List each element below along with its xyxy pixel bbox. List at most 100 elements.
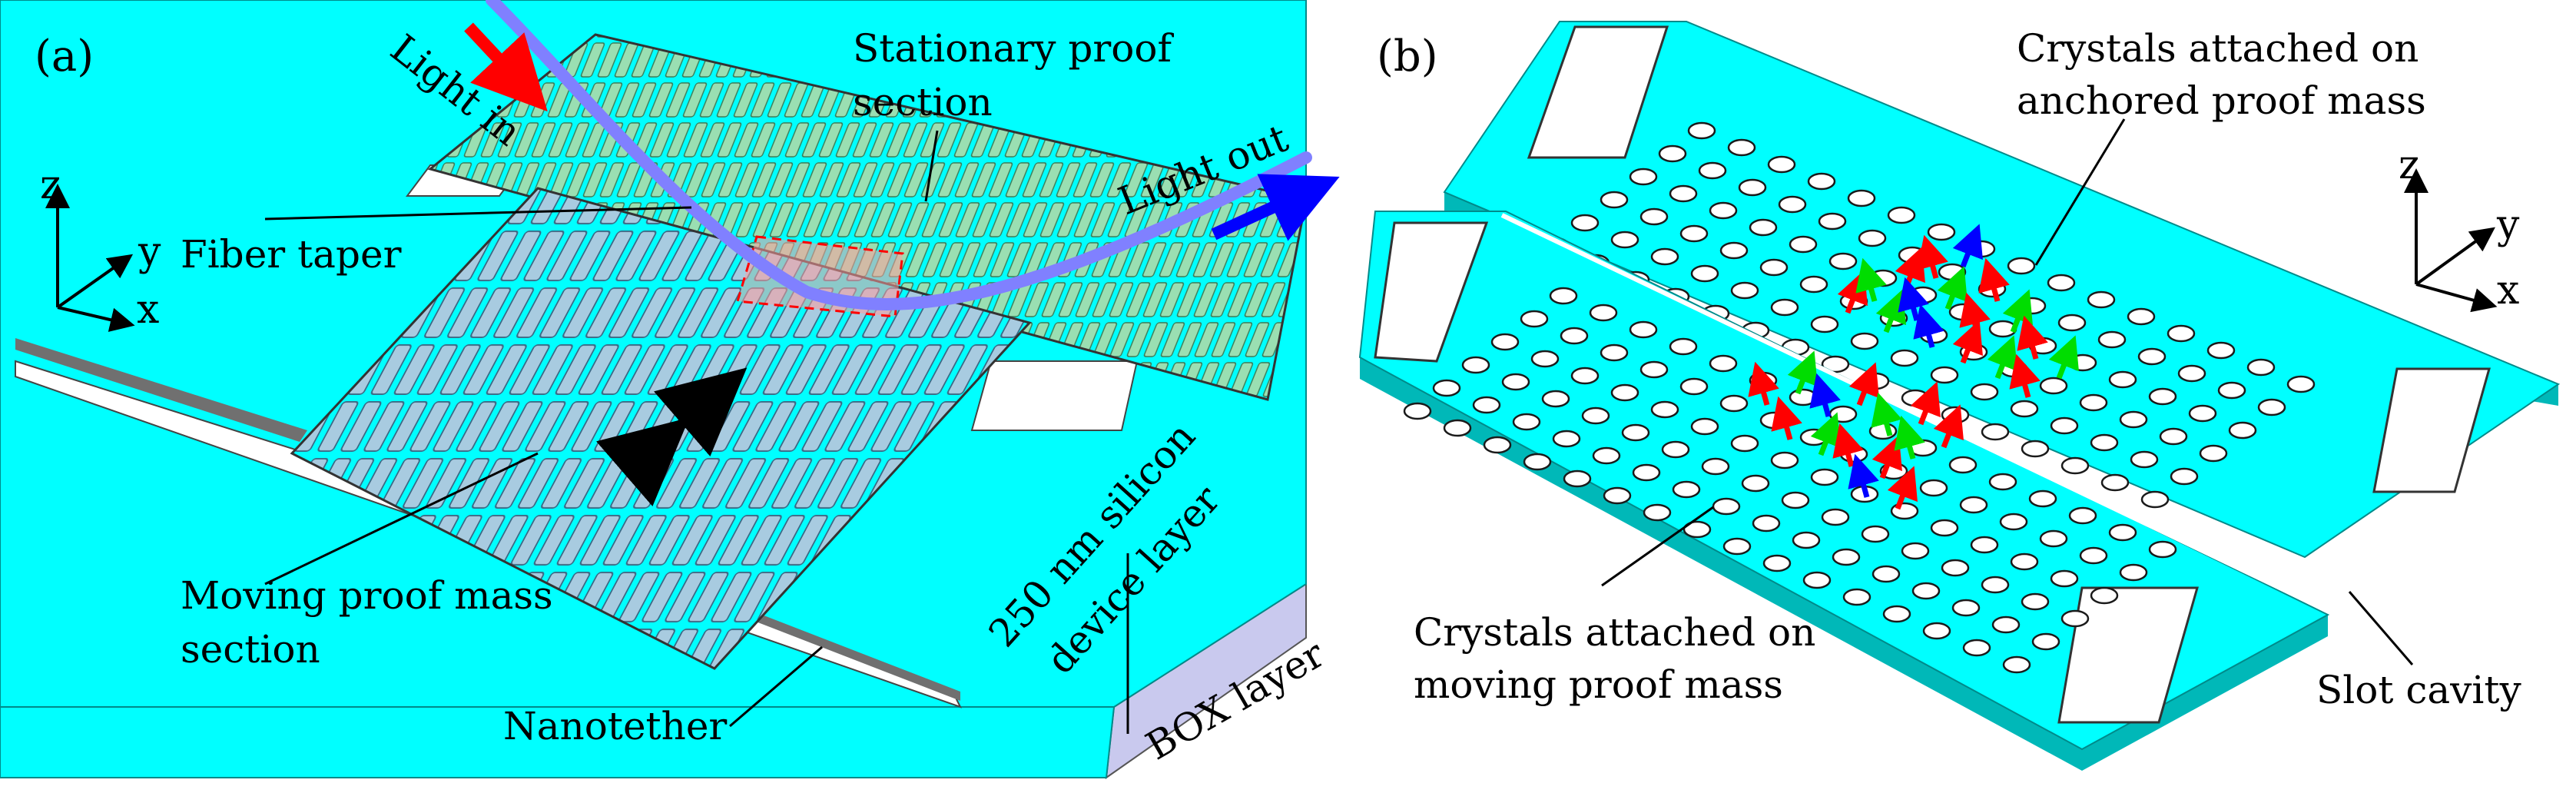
cutout-right bbox=[970, 360, 1139, 431]
hole bbox=[1762, 554, 1792, 572]
hole bbox=[1501, 373, 1530, 391]
leader-fiber bbox=[264, 206, 692, 221]
hole bbox=[1890, 502, 1919, 520]
panel-a: (a) Light in Light out Stationary proof … bbox=[0, 0, 1340, 780]
hole bbox=[1483, 436, 1512, 454]
hole bbox=[2060, 456, 2090, 475]
hole bbox=[1901, 389, 1930, 407]
hole bbox=[2010, 400, 2039, 418]
hole bbox=[2119, 410, 2148, 429]
hole bbox=[1807, 172, 1836, 191]
hole bbox=[1930, 519, 1959, 537]
hole bbox=[1778, 195, 1807, 214]
leader-nanotether bbox=[729, 645, 823, 728]
hole bbox=[1727, 138, 1756, 157]
hole bbox=[1789, 235, 1818, 254]
hole bbox=[1922, 622, 1951, 640]
hole bbox=[1770, 298, 1799, 317]
hole bbox=[2130, 450, 2159, 469]
hole bbox=[1701, 457, 1730, 476]
hole bbox=[1781, 491, 1810, 509]
anchored-label-line2: anchored proof mass bbox=[2017, 78, 2426, 123]
leader-moving bbox=[264, 452, 539, 586]
hole bbox=[2108, 523, 2137, 542]
hole bbox=[1741, 474, 1770, 493]
hole bbox=[1890, 349, 1919, 367]
device-layer-edge bbox=[0, 706, 1116, 778]
crystal-arrow bbox=[1871, 392, 1902, 436]
holes-moving bbox=[1403, 287, 2177, 674]
axis-z-label-a: z bbox=[40, 162, 61, 208]
hole bbox=[1560, 327, 1589, 345]
hole bbox=[1810, 315, 1839, 333]
moving-window-right bbox=[2057, 586, 2199, 724]
crystal-arrow bbox=[1978, 257, 2010, 302]
hole bbox=[1802, 571, 1832, 589]
hole bbox=[1669, 337, 1698, 356]
hole bbox=[1818, 212, 1847, 231]
hole bbox=[2159, 427, 2188, 446]
crystal-arrow bbox=[1875, 289, 1906, 333]
hole bbox=[2079, 393, 2108, 412]
axis-y-label-b: y bbox=[2496, 202, 2520, 248]
hole bbox=[2047, 274, 2076, 292]
hole bbox=[1981, 576, 2010, 594]
hole bbox=[1898, 246, 1927, 264]
crystal-arrow bbox=[1871, 435, 1902, 479]
crystal-arrow bbox=[1855, 257, 1887, 302]
hole bbox=[2148, 387, 2177, 406]
hole bbox=[1643, 503, 1672, 522]
hole bbox=[1690, 417, 1719, 436]
axis-x-label-b: x bbox=[2497, 267, 2519, 314]
light-in-arrow bbox=[464, 22, 548, 112]
hole bbox=[2087, 290, 2116, 309]
hole bbox=[1629, 168, 1658, 186]
crystal-arrow bbox=[1913, 304, 1944, 348]
hole bbox=[1799, 275, 1828, 294]
hole bbox=[1871, 565, 1901, 583]
hole bbox=[1679, 377, 1709, 396]
crystal-arrow bbox=[1887, 466, 1918, 510]
hole bbox=[1589, 304, 1618, 322]
hole bbox=[2119, 563, 2148, 582]
crystal-arrow bbox=[2009, 353, 2041, 398]
hole bbox=[1988, 473, 2017, 491]
hole bbox=[1962, 639, 1991, 657]
hole bbox=[1749, 218, 1778, 237]
hole bbox=[2090, 433, 2119, 452]
hole bbox=[1621, 423, 1650, 442]
anchored-window-left bbox=[1527, 25, 1669, 159]
axis-z-label-b: z bbox=[2399, 142, 2419, 188]
stationary-proof-section bbox=[427, 33, 1308, 401]
hole bbox=[2137, 347, 2167, 366]
hole bbox=[1600, 191, 1629, 209]
leader-moving-b bbox=[1601, 506, 1714, 587]
hole bbox=[1639, 207, 1669, 226]
hole bbox=[2228, 421, 2257, 440]
crystal-arrow bbox=[1771, 396, 1802, 440]
hole bbox=[2060, 609, 2090, 628]
moving-b-label-line2: moving proof mass bbox=[1414, 662, 1783, 707]
hole bbox=[1679, 224, 1709, 243]
hole bbox=[2050, 416, 2079, 435]
hole bbox=[1970, 383, 1999, 401]
slot-cavity-label: Slot cavity bbox=[2316, 668, 2521, 712]
hole bbox=[2079, 546, 2108, 565]
hole bbox=[1930, 366, 1959, 384]
hole bbox=[2257, 398, 2286, 416]
hole bbox=[1683, 520, 1712, 539]
panel-label-b: (b) bbox=[1377, 32, 1438, 81]
hole bbox=[2177, 364, 2206, 383]
axis-x-label-a: x bbox=[137, 287, 159, 333]
hole bbox=[1722, 537, 1752, 556]
hole bbox=[1991, 616, 2021, 634]
hole bbox=[2188, 404, 2217, 423]
hole bbox=[2039, 529, 2068, 548]
hole bbox=[1523, 453, 1552, 471]
fiber-taper-label: Fiber taper bbox=[181, 232, 402, 277]
hole bbox=[1490, 333, 1520, 351]
leader-slot bbox=[2348, 591, 2414, 665]
hole bbox=[1901, 542, 1930, 560]
hole bbox=[2170, 467, 2199, 486]
hole bbox=[1669, 184, 1698, 203]
